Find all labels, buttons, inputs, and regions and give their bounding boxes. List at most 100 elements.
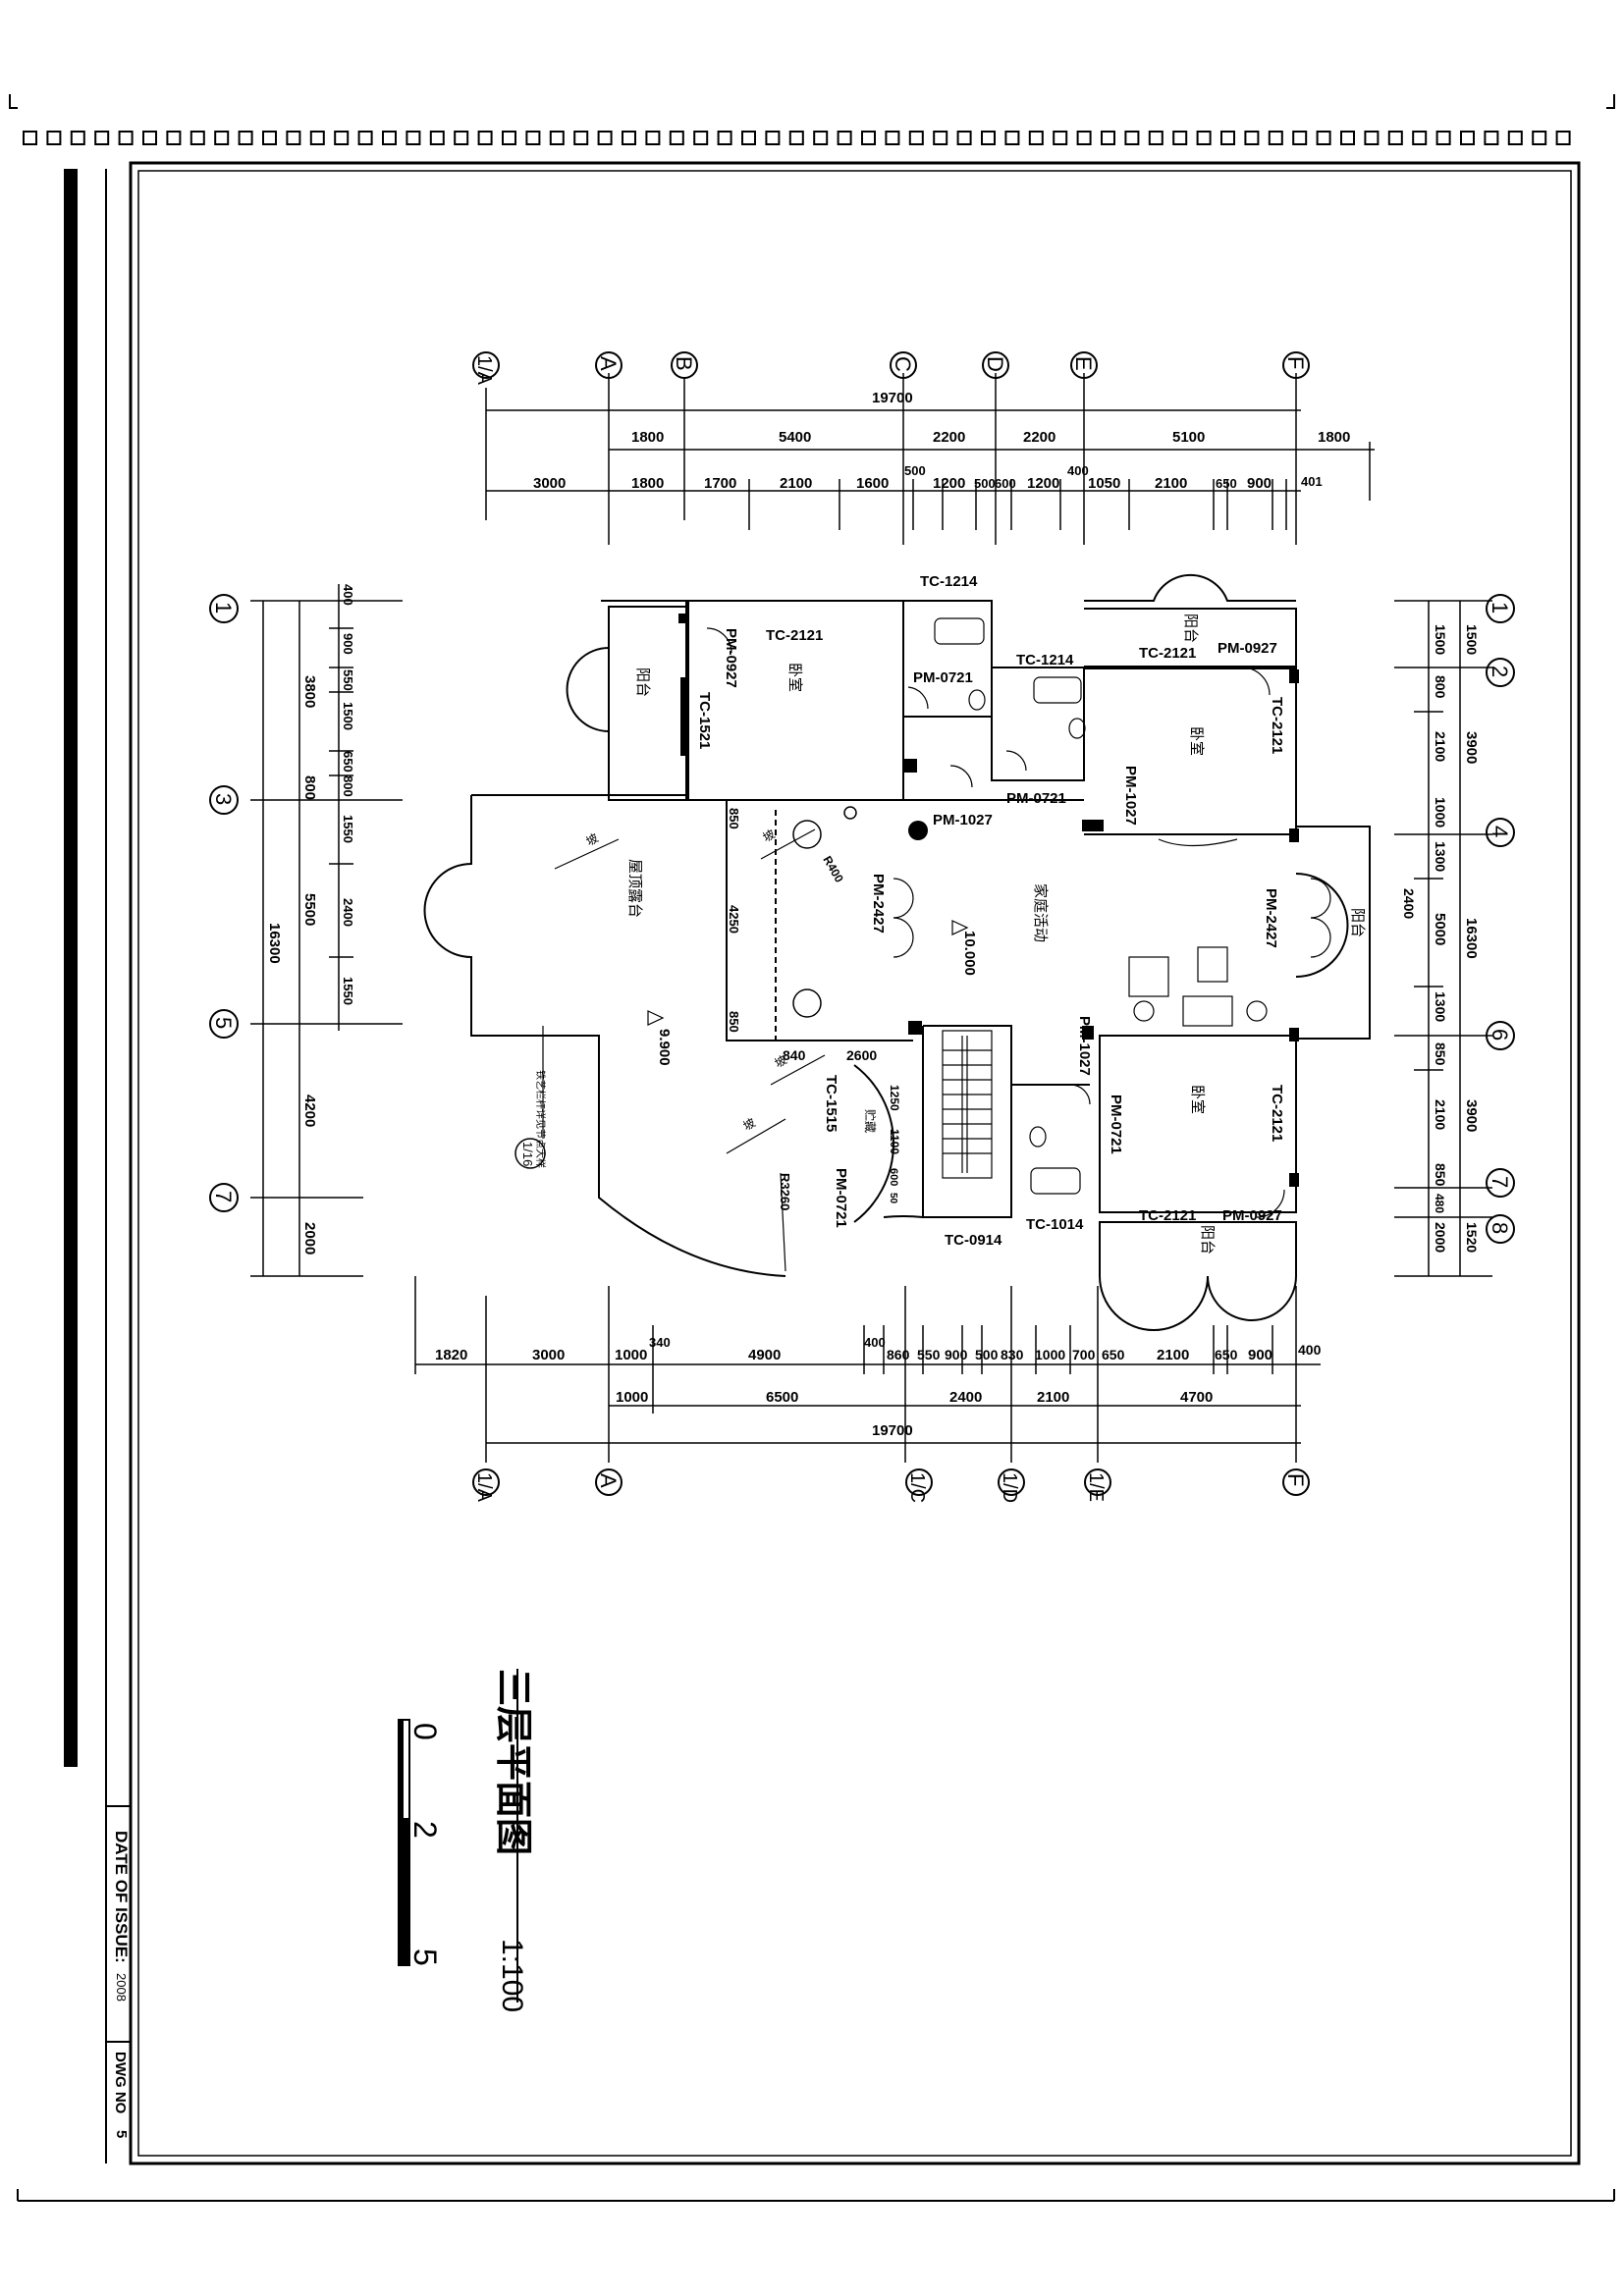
svg-text:3000: 3000	[532, 1347, 565, 1363]
svg-text:PM-2427: PM-2427	[870, 874, 887, 934]
dim-top3-2: 1700	[704, 475, 736, 492]
svg-text:2000: 2000	[301, 1222, 318, 1255]
room-storage: 贮藏	[863, 1109, 878, 1133]
perforation-mark	[286, 131, 301, 145]
svg-text:900: 900	[341, 633, 355, 655]
perforation-mark	[1316, 131, 1331, 145]
svg-text:1500: 1500	[1464, 624, 1480, 655]
svg-text:1000: 1000	[1035, 1347, 1065, 1362]
perforation-mark	[1268, 131, 1283, 145]
dim-top2-5: 1800	[1318, 429, 1350, 446]
svg-text:A: A	[596, 1473, 621, 1488]
svg-text:PM-0721: PM-0721	[1108, 1095, 1124, 1154]
dim-bot1-5: 400	[864, 1335, 886, 1350]
tag-7: PM-0927	[1218, 640, 1277, 657]
svg-text:900: 900	[1247, 475, 1272, 492]
perforation-mark	[717, 131, 732, 145]
dim-bot1-12: 700	[1072, 1347, 1096, 1362]
axis-bot-0: 1/A	[473, 1472, 495, 1503]
perforation-mark	[1340, 131, 1355, 145]
dim-top3-1: 1800	[631, 475, 664, 492]
title-block: DATE OF ISSUE: 2008 DWG NO 5	[112, 1831, 131, 2138]
svg-text:E: E	[1071, 356, 1096, 371]
perforation-mark	[189, 131, 205, 145]
svg-text:1/16: 1/16	[520, 1142, 535, 1166]
floor-plan: 19700 1800 5400 2200 2200 5100 1800 3000…	[209, 351, 1515, 1503]
svg-text:1000: 1000	[616, 1389, 648, 1406]
svg-text:1300: 1300	[1433, 991, 1448, 1022]
perforation-mark	[309, 131, 325, 145]
axis-right-4: 7	[1488, 1176, 1512, 1188]
perforation-mark	[46, 131, 62, 145]
axis-left-1: 3	[211, 793, 236, 805]
svg-text:1520: 1520	[1464, 1222, 1480, 1253]
svg-text:1100: 1100	[888, 1129, 901, 1154]
svg-text:16300: 16300	[266, 923, 283, 964]
svg-text:PM-1027: PM-1027	[1076, 1016, 1093, 1076]
room-labels: 阳台 卧室 阳台 卧室 屋顶露台 家庭活动 阳台 卧室 阳台 贮藏	[626, 614, 1366, 1255]
svg-text:550: 550	[341, 669, 355, 691]
svg-text:2008: 2008	[114, 1973, 129, 2002]
drawing-title-group: 三层平面图 1:100 0 2 5	[398, 1669, 535, 2012]
perforation-mark	[981, 131, 996, 145]
tag-13: PM-2427	[1263, 888, 1279, 948]
svg-text:1200: 1200	[1027, 475, 1059, 492]
svg-text:1800: 1800	[1318, 429, 1350, 446]
dim-left-major-3: 4200	[301, 1095, 318, 1127]
svg-text:850: 850	[727, 1011, 741, 1033]
dim-right-minor-7: 1300	[1433, 991, 1448, 1022]
perforation-mark	[573, 131, 589, 145]
svg-text:7: 7	[1488, 1176, 1512, 1188]
perforation-mark	[1172, 131, 1188, 145]
tag-5: TC-1214	[1016, 652, 1074, 668]
svg-text:家庭活动: 家庭活动	[1032, 883, 1049, 942]
svg-text:1800: 1800	[631, 475, 664, 492]
dim-bot1-6: 860	[887, 1347, 910, 1362]
svg-text:4250: 4250	[727, 905, 741, 934]
perforation-mark	[885, 131, 900, 145]
svg-text:850: 850	[727, 808, 741, 829]
idim-3: 840	[783, 1047, 806, 1063]
dim-top2-1: 5400	[779, 429, 811, 446]
svg-text:3: 3	[211, 793, 236, 805]
sheet-perforation-marks	[23, 131, 1571, 145]
svg-text:5: 5	[113, 2130, 130, 2138]
room-family: 家庭活动	[1032, 883, 1049, 942]
svg-text:A: A	[596, 356, 621, 371]
dim-right-major-0: 3900	[1463, 731, 1480, 764]
perforation-mark	[1532, 131, 1547, 145]
perforation-mark	[23, 131, 37, 145]
svg-text:C: C	[891, 356, 915, 372]
perforation-mark	[549, 131, 565, 145]
tag-16: PM-0721	[833, 1168, 849, 1228]
svg-text:400: 400	[1298, 1342, 1322, 1358]
dim-right-minor-10: 850	[1433, 1163, 1448, 1187]
svg-text:TC-2121: TC-2121	[1139, 645, 1196, 662]
tag-18: TC-2121	[1269, 1085, 1285, 1142]
perforation-mark	[70, 131, 85, 145]
svg-text:5100: 5100	[1172, 429, 1205, 446]
dim-top3-15: 401	[1301, 474, 1323, 489]
perforation-mark	[1004, 131, 1020, 145]
dim-bot2-0: 1000	[616, 1389, 648, 1406]
svg-text:600: 600	[888, 1168, 899, 1186]
idim-9: 600	[888, 1168, 899, 1186]
svg-text:1200: 1200	[933, 475, 965, 492]
dim-left-minor-7: 2400	[341, 898, 355, 927]
perforation-mark	[1124, 131, 1140, 145]
perforation-mark	[1460, 131, 1475, 145]
svg-text:PM-0721: PM-0721	[833, 1168, 849, 1228]
room-balcony-nw: 阳台	[634, 667, 651, 697]
interior-dims: 850 4250 850 840 2600 R400 R3260 1250 11…	[727, 808, 901, 1210]
perforation-mark	[406, 131, 421, 145]
dim-right-major-2: 3900	[1463, 1099, 1480, 1132]
dim-right-minor-0: 1500	[1464, 624, 1480, 655]
scale-tick-5: 5	[407, 1949, 443, 1966]
dim-right-minor-8: 850	[1433, 1042, 1448, 1066]
svg-text:2400: 2400	[341, 898, 355, 927]
svg-text:TC-1214: TC-1214	[920, 573, 978, 590]
dim-top3-5: 500	[904, 463, 926, 478]
tag-15: TC-1515	[823, 1075, 839, 1132]
svg-text:10.000: 10.000	[961, 931, 978, 976]
svg-text:650: 650	[341, 751, 355, 773]
